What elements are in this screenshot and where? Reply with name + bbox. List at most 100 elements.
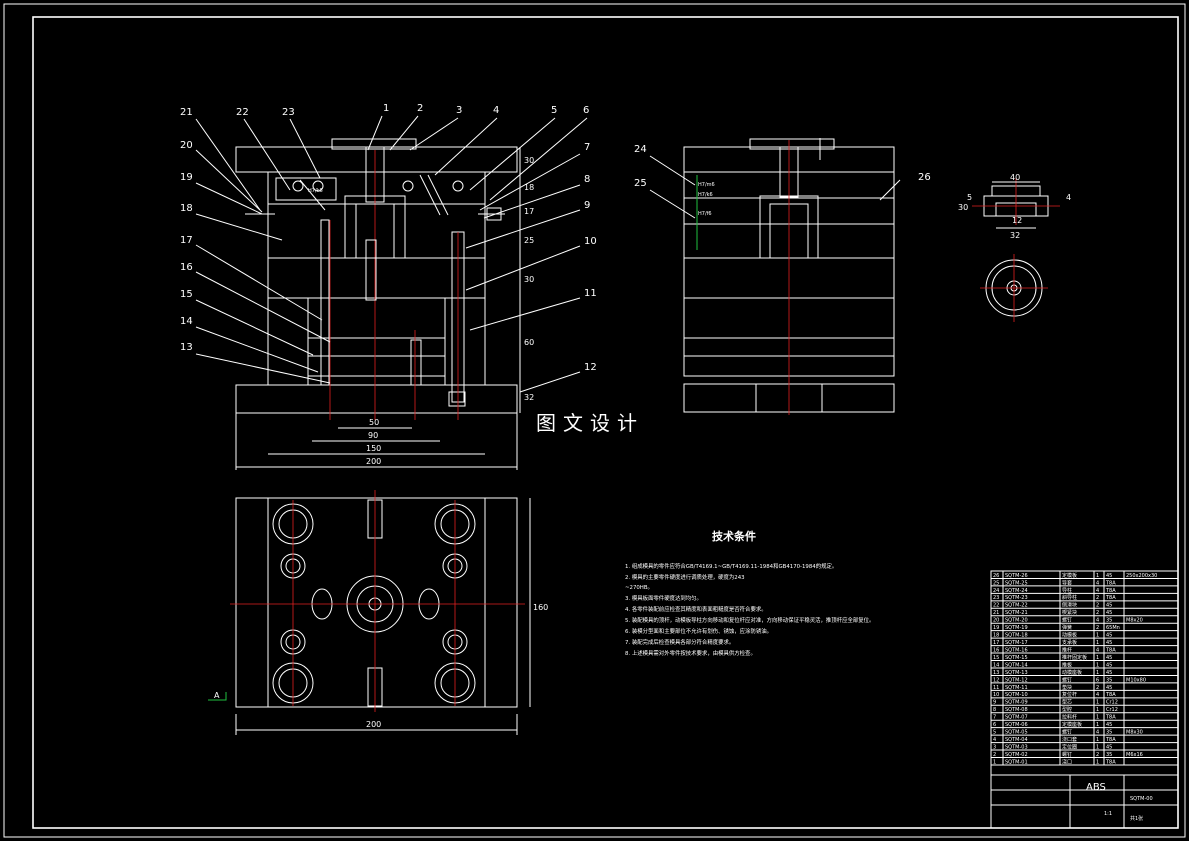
part-label-5: 5: [551, 105, 557, 116]
bom-cell-name: 螺钉: [1062, 676, 1072, 683]
part-label-15: 15: [180, 289, 193, 300]
part-label-6: 6: [583, 105, 589, 116]
bom-cell-note: M8x20: [1126, 618, 1143, 624]
bom-cell-qty: 1: [1096, 655, 1099, 661]
dim-h-200: 200: [366, 457, 381, 466]
bom-cell-code: SQTM-01: [1005, 759, 1028, 765]
bom-cell-qty: 4: [1096, 692, 1099, 698]
bom-cell-code: SQTM-14: [1005, 662, 1028, 668]
dim-v-18: 18: [524, 183, 534, 192]
part-label-11: 11: [584, 288, 597, 299]
plan-section-marker: A: [214, 691, 220, 700]
bom-cell-qty: 4: [1096, 588, 1099, 594]
bom-cell-name: 导柱: [1062, 587, 1072, 594]
part-label-24: 24: [634, 144, 647, 155]
bom-cell-qty: 1: [1096, 722, 1099, 728]
tech-note-4: 3. 模具板面零件硬度达到均匀。: [625, 594, 702, 602]
bom-cell-qty: 2: [1096, 625, 1099, 631]
bom-cell-mat: T8A: [1105, 588, 1116, 594]
part-label-9: 9: [584, 200, 590, 211]
bom-cell-no: 14: [993, 662, 999, 668]
bom-cell-mat: 45: [1106, 640, 1112, 646]
fit-mark-1: H7/m6: [698, 182, 715, 188]
bom-cell-no: 23: [993, 595, 999, 601]
bom-cell-qty: 4: [1096, 730, 1099, 736]
part-label-7: 7: [584, 142, 590, 153]
bom-cell-note: M8x30: [1126, 730, 1143, 736]
dim-v-60: 60: [524, 338, 534, 347]
detail-dim-40: 40: [1010, 173, 1020, 182]
dim-v-17: 17: [524, 207, 534, 216]
bom-cell-qty: 6: [1096, 677, 1099, 683]
bom-cell-qty: 1: [1096, 737, 1099, 743]
part-label-13: 13: [180, 342, 193, 353]
bom-cell-mat: T8A: [1105, 692, 1116, 698]
part-label-21: 21: [180, 107, 193, 118]
main-section-view: [235, 138, 518, 420]
tech-note-6: 5. 装配模具的顶杆，动模板导柱方向移动和复位杆应对准，方向移动保证平稳灵活，推…: [625, 616, 874, 624]
tech-note-9: 8. 上述模具需对外零件按技术要求，由模具供方检查。: [625, 649, 756, 657]
dim-v-30: 30: [524, 156, 534, 165]
bom-cell-no: 6: [993, 722, 996, 728]
bom-cell-no: 11: [993, 685, 999, 691]
title-drawing-no: SQTM-00: [1130, 796, 1153, 802]
tech-requirements: 技术条件 1. 组成模具的零件应符合GB/T4169.1~GB/T4169.11…: [625, 529, 874, 657]
main-view-leaders: [195, 115, 588, 393]
bom-cell-no: 8: [993, 707, 996, 713]
bom-cell-code: SQTM-19: [1005, 625, 1028, 631]
part-label-25: 25: [634, 178, 647, 189]
dim-h-90: 90: [368, 431, 378, 440]
tech-note-1: 1. 组成模具的零件应符合GB/T4169.1~GB/T4169.11-1984…: [625, 562, 837, 570]
bom-cell-code: SQTM-22: [1005, 603, 1028, 609]
horizontal-dims: 50 90 150 200: [235, 413, 518, 470]
part-label-group: 1 2 3 4 5 6 7 8 9 10 11 12 13 14 15 16 1…: [180, 103, 931, 373]
bom-cell-name: 定模板: [1062, 572, 1077, 579]
bom-cell-no: 7: [993, 715, 996, 721]
bom-cell-note: M6x16: [1126, 752, 1143, 758]
bom-cell-mat: Cr12: [1106, 700, 1118, 706]
bom-cell-qty: 1: [1096, 715, 1099, 721]
bom-cell-mat: T8A: [1105, 580, 1116, 586]
bom-cell-name: 型腔: [1062, 706, 1072, 713]
bom-cell-no: 22: [993, 603, 999, 609]
bom-cell-qty: 1: [1096, 744, 1099, 750]
bom-cell-mat: 45: [1106, 685, 1112, 691]
bom-cell-qty: 4: [1096, 580, 1099, 586]
part-label-20: 20: [180, 140, 193, 151]
bom-cell-name: 推杆: [1062, 646, 1072, 653]
bom-cell-no: 25: [993, 580, 999, 586]
title-scale: 1:1: [1104, 811, 1112, 817]
fit-mark-2: H7/k6: [698, 192, 713, 198]
detail-dim-5: 5: [967, 193, 972, 202]
bom-cell-qty: 2: [1096, 685, 1099, 691]
bom-cell-no: 5: [993, 730, 996, 736]
bom-cell-name: 侧滑块: [1062, 602, 1077, 609]
bom-cell-qty: 4: [1096, 647, 1099, 653]
bom-cell-code: SQTM-23: [1005, 595, 1028, 601]
part-label-12: 12: [584, 362, 597, 373]
inner-border: [32, 16, 1179, 829]
fit-mark-4: H7/k6: [308, 188, 323, 194]
bom-cell-code: SQTM-09: [1005, 700, 1028, 706]
bom-cell-name: 推板: [1062, 661, 1072, 668]
detail-dim-12: 12: [1012, 216, 1022, 225]
bom-cell-mat: 35: [1106, 752, 1112, 758]
bom-cell-qty: 1: [1096, 633, 1099, 639]
bom-cell-code: SQTM-02: [1005, 752, 1028, 758]
bom-cell-code: SQTM-26: [1005, 573, 1028, 579]
watermark-text: 图文设计: [536, 411, 644, 435]
plan-dim-160: 160: [533, 603, 548, 612]
part-label-19: 19: [180, 172, 193, 183]
dim-v-30b: 30: [524, 275, 534, 284]
bom-cell-mat: T8A: [1105, 647, 1116, 653]
bom-cell-qty: 1: [1096, 670, 1099, 676]
bom-cell-note: 250x200x30: [1126, 573, 1157, 579]
title-sheet: 共1张: [1130, 815, 1143, 822]
bom-cell-mat: T8A: [1105, 737, 1116, 743]
bom-cell-name: 螺钉: [1062, 617, 1072, 624]
bom-cell-no: 17: [993, 640, 999, 646]
bom-cell-no: 12: [993, 677, 999, 683]
part-label-10: 10: [584, 236, 597, 247]
bom-cell-code: SQTM-05: [1005, 730, 1028, 736]
